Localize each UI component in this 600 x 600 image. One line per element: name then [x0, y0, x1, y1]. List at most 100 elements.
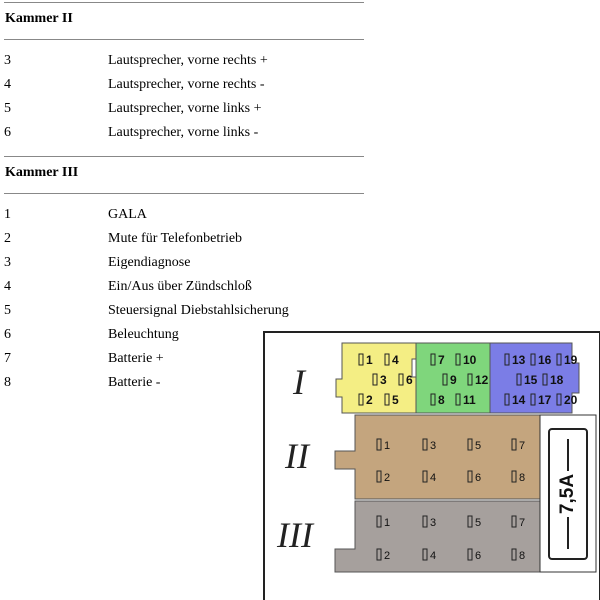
- pin-slot: [511, 515, 517, 528]
- pin-slot: [372, 373, 378, 386]
- pin-label: 1: [366, 353, 373, 367]
- pin-slot: [511, 438, 517, 451]
- pin-label: 3: [380, 373, 387, 387]
- pin-label: 6: [475, 472, 481, 484]
- pin-label: 17: [538, 393, 552, 407]
- pin-label: 1: [384, 517, 390, 529]
- pin-number: 1: [4, 207, 11, 222]
- pin-number: 7: [4, 351, 11, 366]
- pin-slot: [376, 515, 382, 528]
- table-row: 4 Lautsprecher, vorne rechts -: [4, 75, 364, 95]
- pin-number: 6: [4, 327, 11, 342]
- pin-label: 6: [406, 373, 413, 387]
- pin-slot: [358, 393, 364, 406]
- pin-description: Steuersignal Diebstahlsicherung: [108, 303, 289, 318]
- pin-slot: [376, 470, 382, 483]
- pin-slot: [384, 353, 390, 366]
- pin-label: 19: [564, 353, 578, 367]
- pin-slot: [430, 393, 436, 406]
- pin-slot: [504, 353, 510, 366]
- pin-label: 6: [475, 550, 481, 562]
- table-row: 1 GALA: [4, 205, 364, 225]
- fuse: 7,5A: [539, 414, 597, 573]
- pin-slot: [398, 373, 404, 386]
- pin-description: Lautsprecher, vorne rechts +: [108, 53, 268, 68]
- pin-description: GALA: [108, 207, 147, 222]
- chamber-1-yellow-block: [335, 342, 417, 414]
- pin-description: Eigendiagnose: [108, 255, 191, 270]
- table-row: 5 Lautsprecher, vorne links +: [4, 99, 364, 119]
- table-row: 3 Eigendiagnose: [4, 253, 364, 273]
- pin-label: 8: [519, 550, 525, 562]
- chamber-2-block: [334, 414, 541, 500]
- table-row: 7 Batterie +: [4, 349, 364, 369]
- pin-label: 2: [384, 472, 390, 484]
- pin-slot: [430, 353, 436, 366]
- table-row: 4 Ein/Aus über Zündschloß: [4, 277, 364, 297]
- pin-slot: [455, 353, 461, 366]
- pin-slot: [467, 373, 473, 386]
- pin-label: 1: [384, 440, 390, 452]
- pin-description: Lautsprecher, vorne links +: [108, 101, 262, 116]
- header-divider: [4, 39, 364, 40]
- pin-description: Mute für Telefonbetrieb: [108, 231, 243, 246]
- pin-label: 5: [392, 393, 399, 407]
- pin-label: 14: [512, 393, 526, 407]
- pin-slot: [556, 353, 562, 366]
- pin-number: 3: [4, 255, 11, 270]
- pin-slot: [516, 373, 522, 386]
- pin-slot: [422, 548, 428, 561]
- pin-description: Ein/Aus über Zündschloß: [108, 279, 252, 294]
- pin-slot: [376, 548, 382, 561]
- pin-slot: [358, 353, 364, 366]
- pin-label: 11: [463, 393, 476, 407]
- pin-slot: [422, 470, 428, 483]
- pin-slot: [511, 548, 517, 561]
- pin-label: 2: [366, 393, 373, 407]
- pin-label: 5: [475, 517, 481, 529]
- pin-label: 3: [430, 440, 436, 452]
- pin-description: Lautsprecher, vorne links -: [108, 125, 259, 140]
- pin-number: 2: [4, 231, 11, 246]
- pin-label: 7: [519, 517, 525, 529]
- pin-slot: [422, 438, 428, 451]
- pin-slot: [467, 470, 473, 483]
- pin-slot: [504, 393, 510, 406]
- pin-description: Lautsprecher, vorne rechts -: [108, 77, 265, 92]
- pin-label: 15: [524, 373, 538, 387]
- pin-slot: [376, 438, 382, 451]
- chamber-3-label: III: [276, 515, 315, 555]
- pin-label: 4: [430, 472, 436, 484]
- pin-slot: [384, 393, 390, 406]
- pin-slot: [556, 393, 562, 406]
- pin-slot: [530, 353, 536, 366]
- pin-label: 18: [550, 373, 564, 387]
- pin-label: 9: [450, 373, 457, 387]
- top-divider: [4, 2, 364, 3]
- table-row: 5 Steuersignal Diebstahlsicherung: [4, 301, 364, 321]
- pin-label: 4: [392, 353, 399, 367]
- pin-number: 8: [4, 375, 11, 390]
- pin-label: 4: [430, 550, 436, 562]
- fuse-label: 7,5A: [557, 474, 578, 514]
- pin-number: 6: [4, 125, 11, 140]
- pin-number: 4: [4, 279, 11, 294]
- fuse-body: [548, 428, 588, 560]
- pin-label: 10: [463, 353, 477, 367]
- pin-slot: [530, 393, 536, 406]
- pin-number: 4: [4, 77, 11, 92]
- pin-slot: [511, 470, 517, 483]
- pin-label: 2: [384, 550, 390, 562]
- table-row: 3 Lautsprecher, vorne rechts +: [4, 51, 364, 71]
- table-row: 6 Beleuchtung: [4, 325, 364, 345]
- header-divider: [4, 193, 364, 194]
- pin-slot: [542, 373, 548, 386]
- chamber-1-label: I: [292, 362, 307, 402]
- pin-slot: [467, 515, 473, 528]
- pin-number: 5: [4, 101, 11, 116]
- pin-label: 5: [475, 440, 481, 452]
- pin-label: 20: [564, 393, 578, 407]
